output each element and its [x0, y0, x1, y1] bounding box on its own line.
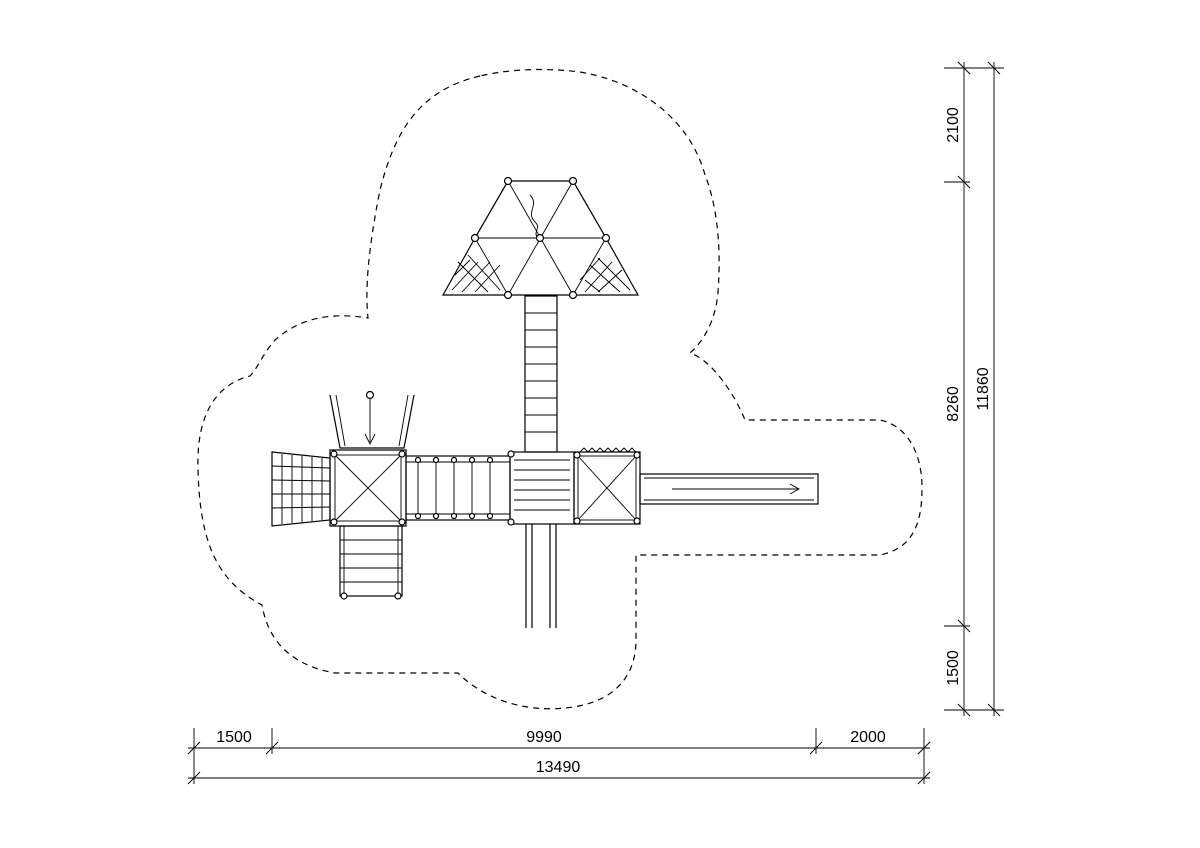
dim-right-total: 11860: [975, 367, 992, 410]
step-ladder: [339, 525, 403, 600]
right-dimensions: 2100 8260 1500 11860: [944, 61, 1004, 717]
top-chute: [329, 390, 415, 449]
rope-bridge: [405, 455, 511, 521]
dim-right-bottom-offset: 1500: [945, 650, 962, 686]
bottom-dimensions: 1500 9990 2000 13490: [187, 728, 931, 785]
dim-bottom-right-offset: 2000: [850, 729, 886, 746]
left-tower-platform: [329, 449, 407, 527]
lower-poles: [525, 524, 557, 628]
left-climbing-net: [271, 451, 331, 527]
right-tower-platform: [573, 447, 641, 525]
safety-zone-outline: [197, 68, 923, 710]
dim-right-top-offset: 2100: [945, 107, 962, 143]
dim-bottom-total: 13490: [536, 759, 581, 776]
dim-right-span: 8260: [945, 386, 962, 422]
tower-roof: [441, 176, 640, 300]
vertical-ladder: [524, 295, 558, 453]
dim-bottom-left-offset: 1500: [216, 729, 252, 746]
dim-bottom-span: 9990: [526, 729, 562, 746]
central-deck: [507, 450, 575, 526]
slide: [639, 473, 819, 505]
